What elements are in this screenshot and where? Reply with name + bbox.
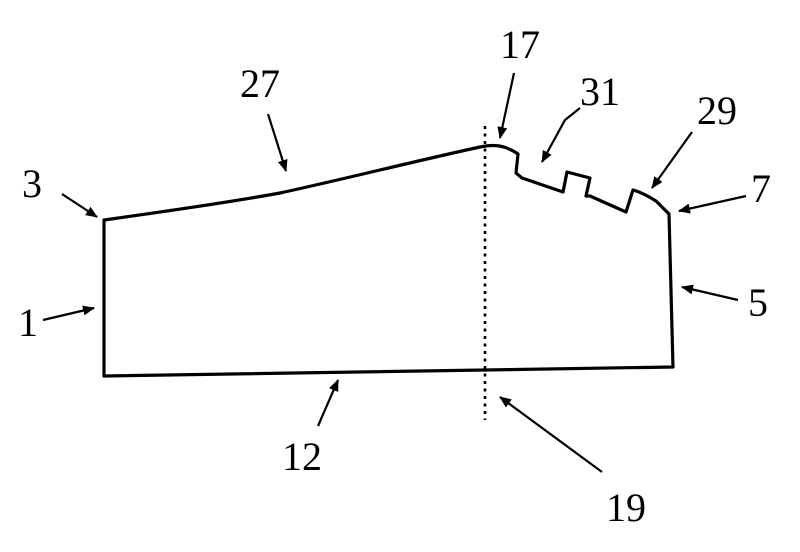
label-29: 29 [697,88,737,133]
leader-31 [541,107,581,163]
leader-17 [497,72,516,139]
label-3: 3 [22,161,42,206]
label-31: 31 [580,69,620,114]
label-19: 19 [606,485,646,530]
label-7: 7 [751,166,771,211]
leader-7 [678,194,747,214]
leader-3 [61,193,98,218]
leader-19 [499,396,603,473]
label-17: 17 [500,22,540,67]
leader-1 [42,305,95,322]
leader-27 [266,113,288,172]
leader-5 [681,284,739,302]
label-12: 12 [282,434,322,479]
leader-12 [316,379,340,427]
body-outline [102,143,675,378]
label-5: 5 [748,280,768,325]
label-27: 27 [240,61,280,106]
leader-29 [651,131,693,189]
label-1: 1 [18,300,38,345]
